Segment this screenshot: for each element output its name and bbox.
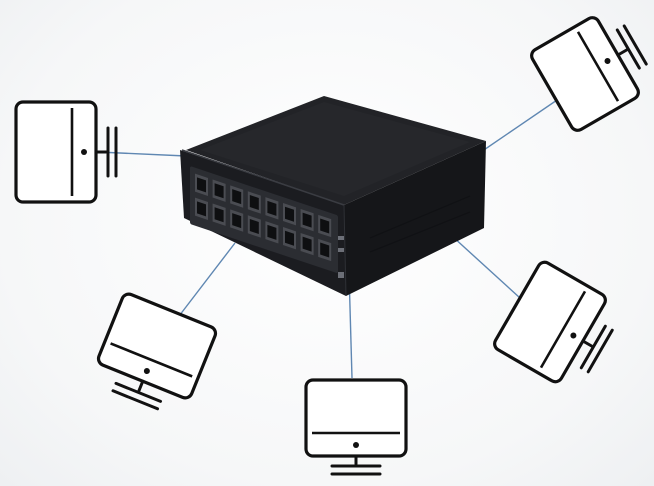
ethernet-port — [247, 215, 261, 238]
monitor-stand-base — [615, 28, 641, 70]
port-grid — [195, 173, 332, 262]
ethernet-port-socket — [249, 194, 259, 210]
switch-side-vent — [369, 195, 471, 239]
ethernet-port — [265, 221, 279, 244]
ethernet-port — [212, 179, 226, 202]
monitor-bezel-line — [576, 31, 620, 102]
ethernet-port-socket — [214, 207, 224, 223]
ethernet-port-socket — [320, 218, 330, 234]
ethernet-port — [283, 227, 296, 250]
link-left — [97, 151, 187, 157]
network-switch — [180, 96, 486, 297]
monitor-power-dot — [570, 332, 577, 339]
ethernet-port — [300, 232, 314, 256]
link-bottom-left — [175, 242, 236, 321]
link-top-right — [477, 97, 561, 155]
ethernet-port-socket — [285, 206, 294, 222]
ethernet-port-socket — [232, 213, 242, 229]
monitor-stand-neck — [616, 48, 629, 57]
monitor-bottom-left-icon — [96, 292, 218, 411]
switch-led — [338, 236, 344, 240]
monitor-stand-base — [111, 389, 160, 411]
ethernet-port-socket — [249, 218, 259, 234]
ethernet-port — [283, 203, 296, 226]
switch-front-edge — [181, 149, 345, 206]
ethernet-port — [230, 209, 244, 232]
ethernet-port-socket — [197, 177, 206, 193]
monitor-bezel-line — [110, 342, 193, 378]
ethernet-port — [195, 173, 208, 197]
switch-port-block — [190, 166, 338, 273]
ethernet-port — [300, 208, 314, 232]
monitor-stand-base — [114, 381, 163, 403]
ethernet-port-socket — [267, 200, 277, 216]
monitor-stand-base — [586, 328, 614, 374]
monitor-bottom-center-icon — [304, 378, 408, 476]
monitor-stand-base — [622, 24, 648, 66]
ethernet-port — [318, 238, 332, 262]
ethernet-port — [247, 191, 261, 214]
monitor-stand-neck — [581, 339, 594, 348]
monitor-stand-neck — [137, 379, 145, 393]
monitor-bezel-line — [539, 290, 587, 369]
ethernet-port — [212, 203, 226, 226]
ethernet-port-socket — [267, 224, 277, 240]
ethernet-port-socket — [232, 189, 242, 205]
monitor-left-icon — [14, 100, 118, 204]
ethernet-port-socket — [320, 242, 330, 258]
switch-corner-edge — [343, 204, 347, 297]
monitor-power-dot — [353, 442, 359, 448]
ethernet-port-socket — [214, 183, 224, 199]
monitor-stand-base — [579, 324, 607, 370]
monitor-power-dot — [604, 58, 611, 64]
ethernet-port — [265, 197, 279, 220]
monitor-top-right-icon — [530, 16, 648, 132]
monitor-power-dot — [81, 149, 87, 155]
ethernet-port-socket — [285, 230, 294, 246]
ethernet-port-socket — [197, 201, 206, 217]
ethernet-port — [195, 197, 208, 221]
switch-led — [338, 248, 344, 252]
switch-top-highlight — [200, 102, 470, 196]
monitor-frame — [530, 16, 640, 132]
switch-side-vent — [369, 211, 471, 253]
ethernet-port-socket — [302, 236, 312, 252]
monitor-power-dot — [143, 368, 150, 375]
ethernet-port — [230, 185, 244, 208]
monitor-bottom-right-icon — [493, 260, 614, 384]
ethernet-port-socket — [302, 212, 312, 228]
switch-led — [338, 272, 344, 278]
ethernet-port — [318, 214, 332, 238]
